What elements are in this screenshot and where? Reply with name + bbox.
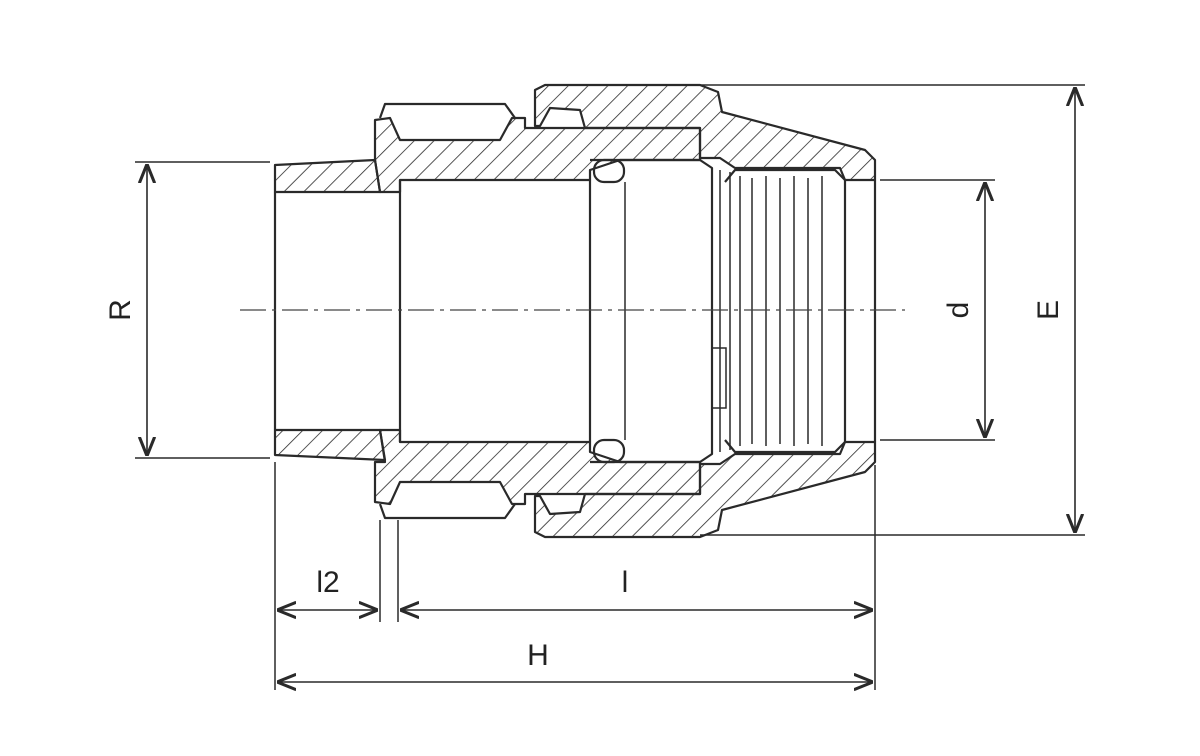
fitting-body-upper — [273, 83, 877, 194]
male-thread-lower — [273, 428, 387, 462]
fitting-body-lower — [273, 428, 877, 539]
hex-shoulder-lower — [378, 503, 516, 520]
dimension-lines — [147, 87, 1075, 682]
seal-housing-upper — [590, 158, 714, 182]
grip-ring — [711, 168, 846, 454]
dimension-d-label: d — [942, 302, 975, 319]
bore-lines — [273, 180, 877, 442]
male-thread-upper — [273, 158, 382, 194]
body-wall-lower — [373, 428, 702, 506]
seal-housing-lower — [590, 440, 714, 464]
dimension-l-label: l — [622, 566, 629, 599]
dimension-H-label: H — [527, 639, 549, 672]
dimension-R-label: R — [104, 299, 137, 321]
dimension-l2-label: l2 — [316, 566, 339, 599]
nut-cap-lower — [533, 440, 877, 539]
hex-shoulder-upper — [378, 102, 516, 119]
dimension-E-label: E — [1032, 300, 1065, 320]
nut-cap-upper — [533, 83, 877, 182]
extension-lines — [135, 84, 1085, 690]
